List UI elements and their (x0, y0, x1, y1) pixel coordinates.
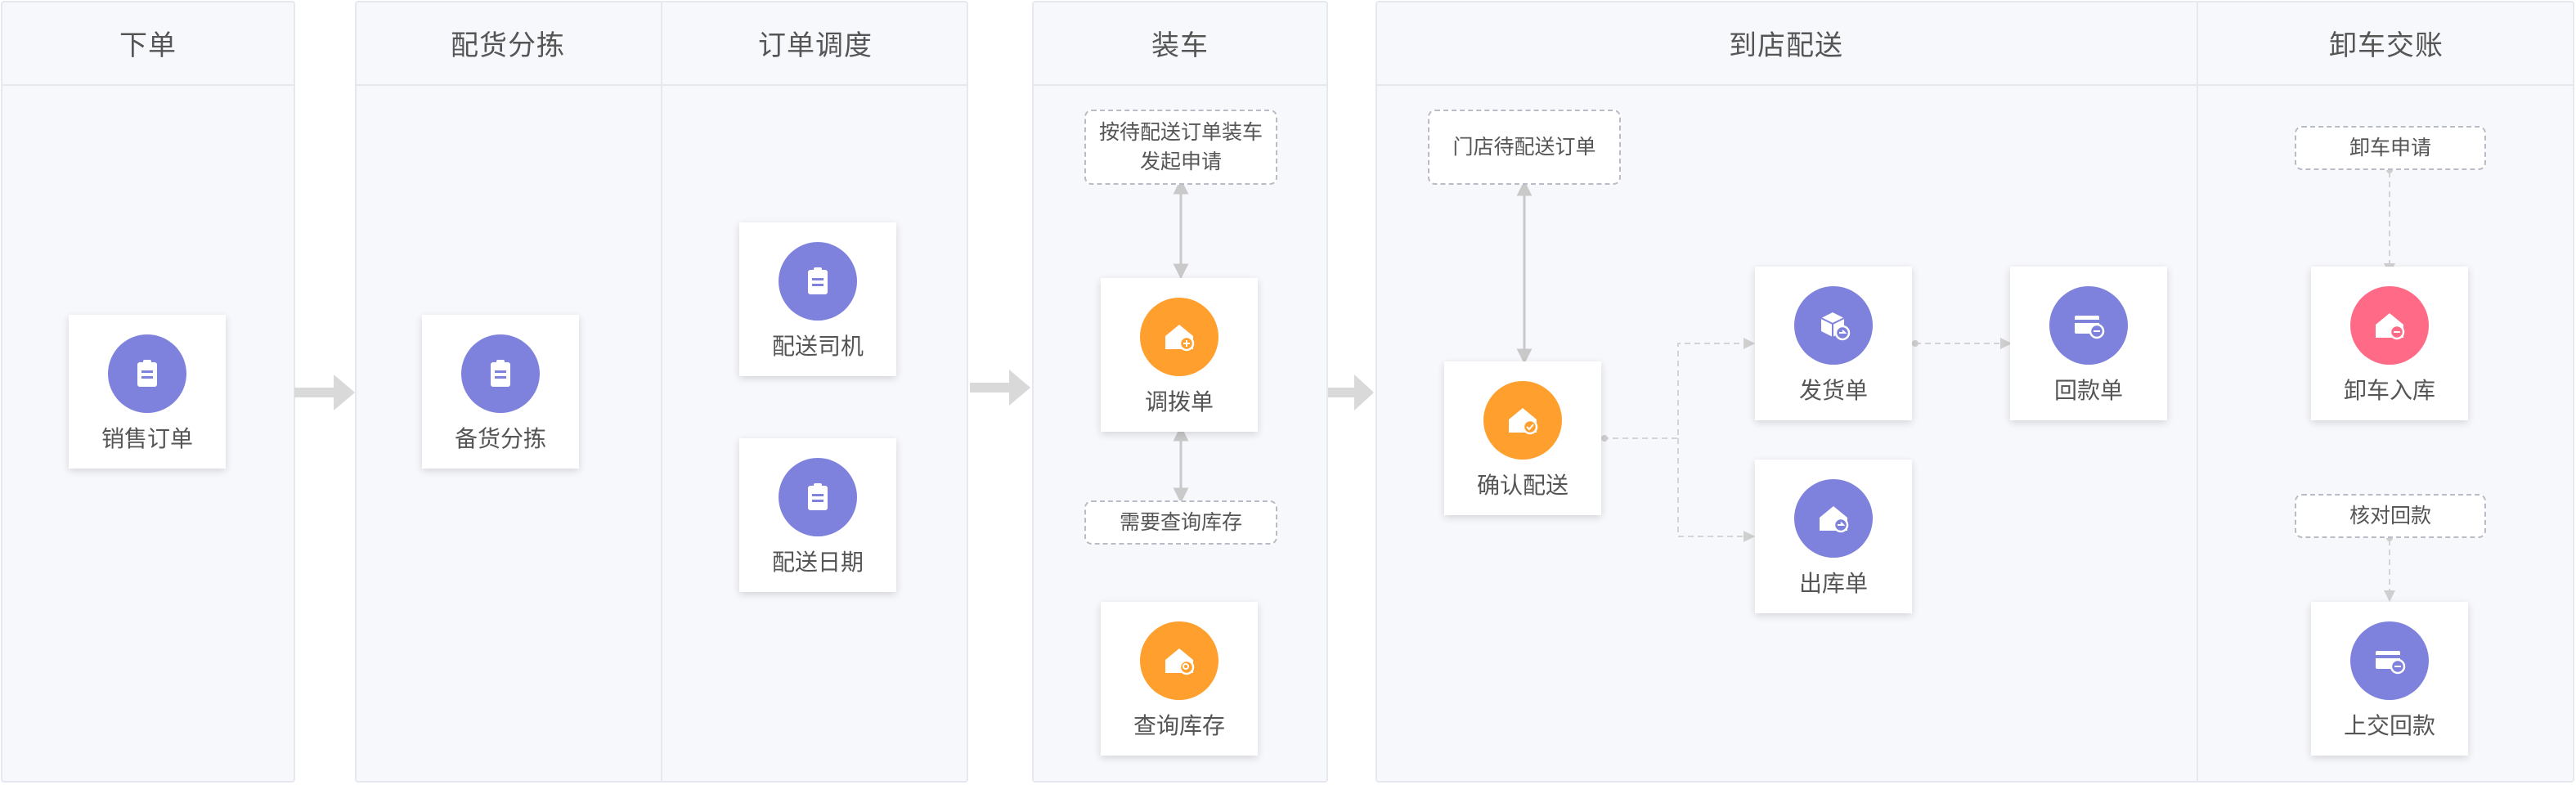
column-header-order: 下单 (1, 1, 295, 86)
column-header-delivery: 到店配送 (1376, 1, 2197, 86)
flow-arrow-icon (970, 370, 1030, 406)
house-icon (1140, 298, 1218, 376)
house-icon (1140, 621, 1218, 700)
note-line: 需要查询库存 (1119, 509, 1242, 534)
card-payment[interactable]: 回款单 (2010, 267, 2167, 420)
card-submit-payment[interactable]: 上交回款 (2311, 602, 2468, 756)
card-outbound[interactable]: 出库单 (1755, 460, 1912, 613)
note-line: 发起申请 (1139, 150, 1222, 173)
note-load-request: 按待配送订单装车 发起申请 (1084, 110, 1277, 185)
card-date[interactable]: 配送日期 (739, 438, 896, 592)
card-label: 上交回款 (2343, 712, 2435, 739)
note-line: 门店待配送订单 (1452, 134, 1596, 159)
clipboard-icon (779, 242, 857, 321)
clipboard-icon (461, 334, 540, 413)
card-picking[interactable]: 备货分拣 (422, 315, 579, 469)
clipboard-icon (108, 334, 186, 413)
box-icon (1794, 286, 1873, 365)
column-header-picking: 配货分拣 (355, 1, 661, 86)
note-line: 核对回款 (2349, 503, 2431, 527)
card-sales-order[interactable]: 销售订单 (69, 315, 226, 469)
card-icon (2049, 286, 2128, 365)
card-label: 查询库存 (1133, 712, 1225, 739)
flow-arrow-icon (294, 375, 355, 410)
note-line: 按待配送订单装车 (1098, 119, 1263, 144)
card-label: 销售订单 (101, 425, 193, 452)
card-label: 卸车入库 (2343, 377, 2435, 404)
house-icon (2350, 286, 2429, 365)
note-line: 卸车申请 (2349, 135, 2431, 159)
card-query-stock[interactable]: 查询库存 (1101, 602, 1258, 756)
clipboard-icon (779, 458, 857, 536)
card-label: 确认配送 (1476, 472, 1568, 499)
note-verify-payment: 核对回款 (2295, 494, 2486, 538)
card-label: 配送司机 (771, 333, 864, 360)
flow-arrow-icon (1328, 375, 1374, 410)
card-confirm-delivery[interactable]: 确认配送 (1444, 361, 1601, 515)
card-label: 调拨单 (1144, 388, 1214, 415)
card-driver[interactable]: 配送司机 (739, 222, 896, 376)
card-label: 配送日期 (771, 549, 864, 576)
card-shipping[interactable]: 发货单 (1755, 267, 1912, 420)
lane-divider (2197, 1, 2198, 783)
note-store-pending: 门店待配送订单 (1428, 110, 1621, 185)
card-label: 回款单 (2053, 377, 2123, 404)
column-header-loading: 装车 (1032, 1, 1328, 86)
card-label: 出库单 (1798, 570, 1868, 597)
house-icon (1794, 479, 1873, 558)
card-unload-inbound[interactable]: 卸车入库 (2311, 267, 2468, 420)
house-icon (1483, 381, 1562, 460)
note-unload-request: 卸车申请 (2295, 126, 2486, 170)
note-need-stock: 需要查询库存 (1084, 500, 1277, 545)
card-label: 备货分拣 (454, 425, 546, 452)
card-label: 发货单 (1798, 377, 1868, 404)
card-transfer[interactable]: 调拨单 (1101, 278, 1258, 432)
card-icon (2350, 621, 2429, 700)
lane-divider (661, 1, 662, 783)
column-header-handover: 卸车交账 (2198, 1, 2574, 86)
column-header-dispatch: 订单调度 (662, 1, 968, 86)
